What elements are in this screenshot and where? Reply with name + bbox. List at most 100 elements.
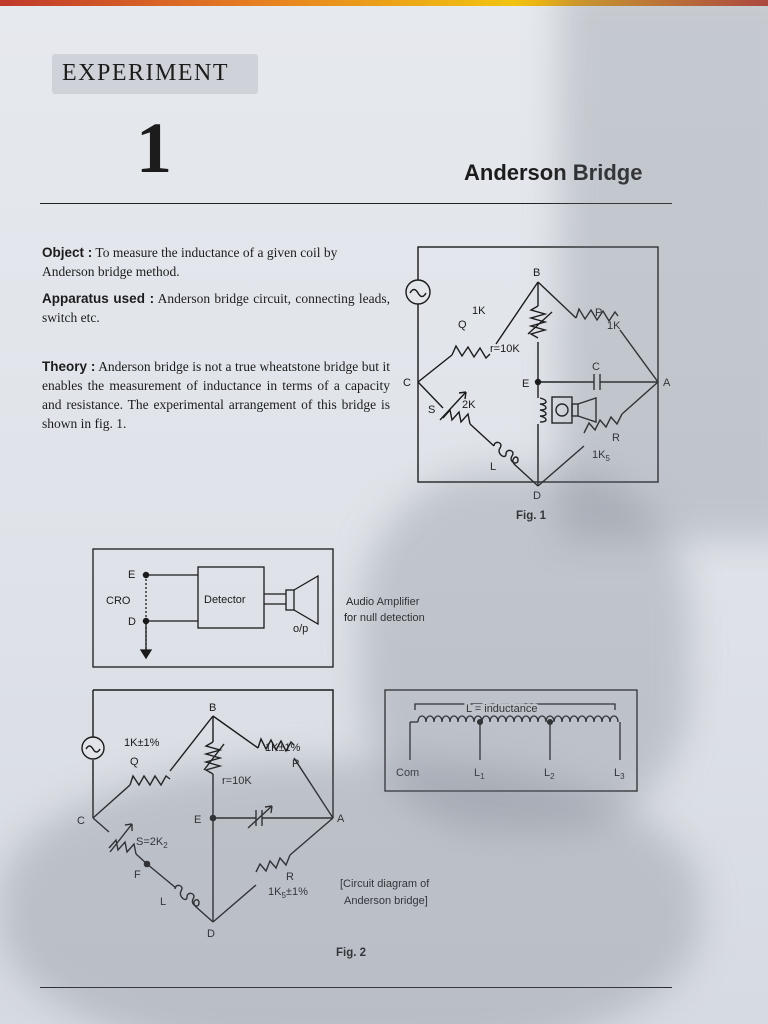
inductance-tap-wires [409, 722, 621, 760]
fig2-resistor-p [257, 737, 295, 753]
footer-rule [40, 987, 672, 988]
fig2-wire-s-c [92, 817, 110, 833]
fig1-variable-resistor-r [528, 305, 548, 339]
speaker-body-icon [285, 589, 295, 611]
fig2-node-f: F [134, 869, 141, 881]
page-title: Anderson Bridge [464, 160, 643, 185]
theory-paragraph: Theory : Anderson bridge is not a true w… [42, 357, 390, 433]
fig2-variable-arrow-c [247, 805, 273, 829]
tap-l1-label: L1 [474, 767, 485, 781]
fig1-resistor-s-label: S [428, 404, 435, 416]
fig1-node-b: B [533, 267, 540, 279]
fig1-resistor-s-value: 2K [462, 399, 476, 411]
fig2-wire-b-p [212, 715, 259, 749]
fig2-node-b: B [209, 702, 216, 714]
apparatus-paragraph: Apparatus used : Anderson bridge circuit… [42, 289, 390, 327]
cro-label: CRO [106, 595, 131, 607]
book-edge-strip [0, 0, 768, 6]
fig2-resistor-s-label: S=2K2 [136, 836, 168, 850]
tap-l1-dot [476, 718, 484, 726]
fig1-caption: Fig. 1 [516, 510, 547, 522]
fig1-resistor-r [583, 413, 623, 434]
fig1-node-d: D [533, 490, 541, 502]
fig1-inductor-label: L [490, 461, 496, 473]
fig2-resistor-q-value: 1K±1% [124, 737, 160, 749]
object-paragraph: Object : To measure the inductance of a … [42, 243, 390, 281]
fig1-wire-l-s [469, 423, 495, 447]
fig1-wire-s-c [417, 381, 444, 409]
inductance-title: L = inductance [466, 703, 537, 715]
tap-l2-label: L2 [544, 767, 555, 781]
fig2-sine-icon [85, 745, 101, 753]
fig2-node-d: D [207, 928, 215, 940]
object-text: To measure the inductance of a given coi… [42, 245, 338, 279]
experiment-label-background [52, 54, 258, 94]
fig2-wire-c-q [92, 784, 131, 819]
theory-text: Anderson bridge is not a true wheatstone… [42, 359, 391, 431]
fig2-frame-wire [93, 689, 334, 818]
tap-com-label: Com [396, 767, 419, 779]
fig2-wire-q-b [169, 715, 214, 772]
fig1-variable-resistor-label: r=10K [490, 343, 520, 355]
fig1-capacitor-label: C [592, 361, 600, 373]
inductance-coil-icon [417, 715, 619, 723]
fig2-resistor-r [255, 854, 291, 873]
fig1-wire-p-a [619, 329, 659, 383]
fig1-resistor-q [451, 344, 491, 360]
fig1-speaker-cone-icon [577, 397, 597, 423]
speaker-cone-icon [293, 574, 319, 626]
fig1-variable-arrow-r [527, 311, 553, 335]
fig2-variable-arrow-s [109, 823, 133, 853]
fig2-inductor-l [174, 884, 200, 907]
detector-box-label: Detector [204, 594, 246, 606]
fig2-wire-p-a [293, 757, 334, 819]
fig2-node-a: A [337, 813, 345, 825]
tap-l3-label: L3 [614, 767, 625, 781]
fig2-resistor-p-value: 1K±1% [265, 742, 301, 754]
fig2-resistor-p-label: P [292, 758, 299, 770]
fig2-variable-resistor-r [203, 741, 223, 775]
fig2-note-line-1: [Circuit diagram of [340, 878, 430, 890]
fig1-resistor-q-label: Q [458, 319, 467, 331]
fig1-amplifier-inner-icon [555, 403, 569, 417]
fig2-arrow-head-c [264, 805, 273, 814]
fig2-resistor-q-label: Q [130, 756, 139, 768]
fig1-sine-icon [409, 288, 427, 298]
apparatus-label: Apparatus used : [42, 291, 155, 306]
experiment-label: EXPERIMENT [62, 60, 229, 86]
fig1-wire-r-d [537, 445, 585, 487]
fig2-node-e: E [194, 814, 201, 826]
fig2-wire-f-s [135, 853, 148, 865]
fig1-wire-q-b [495, 281, 539, 345]
fig2-resistor-r-value: 1K5±1% [268, 886, 308, 900]
detector-frame [92, 548, 334, 668]
fig1-wire-a-r [621, 381, 659, 415]
experiment-number: 1 [136, 108, 172, 188]
detector-output-wires [264, 593, 286, 605]
fig2-resistor-q [129, 774, 171, 787]
fig2-inductor-label: L [160, 896, 166, 908]
fig1-inductor-l [493, 441, 519, 465]
detector-node-e: E [128, 569, 135, 581]
ground-icon [139, 649, 153, 660]
fig1-resistor-q-value: 1K [472, 305, 486, 317]
fig1-resistor-r-value: 1K5 [592, 449, 610, 463]
fig1-resistor-p-value: 1K [607, 320, 621, 332]
fig2-node-c: C [77, 815, 85, 827]
fig2-note-line-2: Anderson bridge] [344, 895, 428, 907]
fig2-wire-a-r [289, 817, 334, 856]
detector-node-d: D [128, 616, 136, 628]
fig2-variable-arrow-r [203, 743, 225, 771]
audio-amplifier-note-2: for null detection [344, 612, 425, 624]
fig2-resistor-r-label: R [286, 871, 294, 883]
fig1-node-c: C [403, 377, 411, 389]
